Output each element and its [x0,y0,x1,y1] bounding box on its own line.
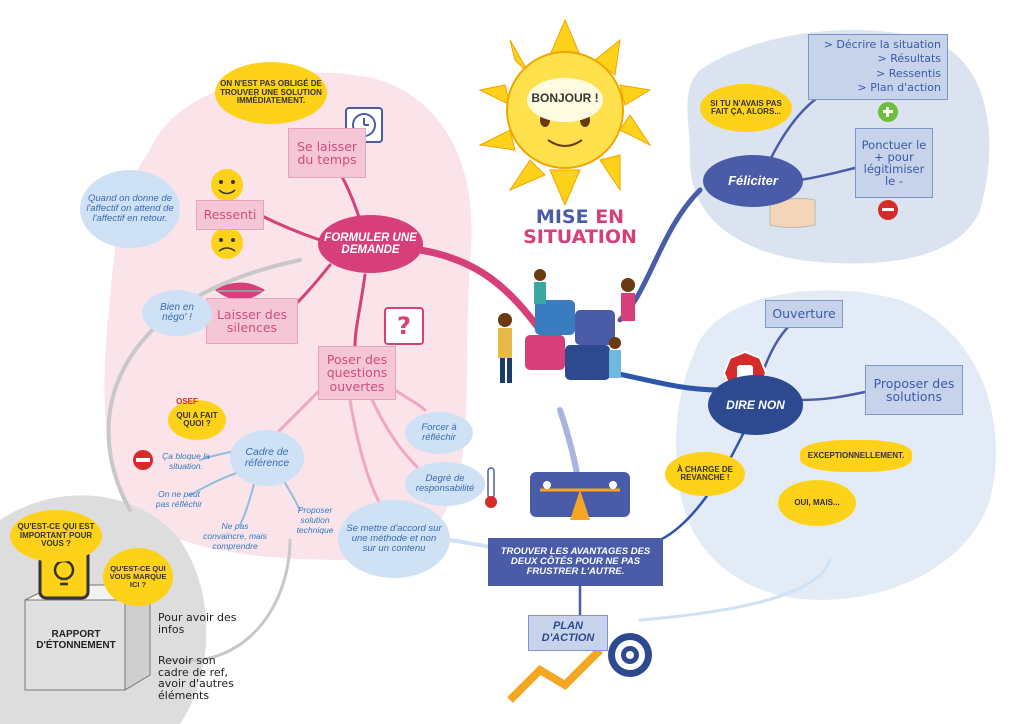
title-situation: SITUATION [523,225,637,248]
link-grey-arc [106,258,302,512]
bubble-qui-a-fait: QUI A FAIT QUOI ? [168,400,226,440]
decrire-line-3: > Ressentis [876,66,941,80]
bubble-forcer: Forcer à réfléchir [405,412,473,454]
no-entry-icon [133,450,153,470]
hub-plan[interactable]: PLAN D'ACTION [528,615,608,651]
bubble-bien-en-nego: Bien en négo' ! [142,290,212,336]
bubble-cadre-reference: Cadre de référence [230,430,304,486]
link-direnon-proposer [798,390,867,402]
minus-icon [878,200,898,220]
label-osef: OSEF [176,397,198,406]
rapport-revoir: Revoir son cadre de ref, avoir d'autres … [158,654,234,702]
bubble-si-tu: SI TU N'AVAIS PAS FAIT ÇA, ALORS... [700,84,792,132]
bubble-se-mettre: Se mettre d'accord sur une méthode et no… [338,500,450,578]
hub-formuler[interactable]: FORMULER UNE DEMANDE [318,215,423,273]
title-word-mise: MISE [535,206,589,228]
link-formuler-poser [353,273,367,347]
node-ressenti[interactable]: Ressenti [196,200,264,230]
link-cadre-small-3 [239,479,256,526]
svg-text:?: ? [397,312,411,340]
label-proposer-technique: Proposer solution technique [296,505,334,535]
link-formuler-center [416,246,544,334]
bubble-a-charge: À CHARGE DE REVANCHE ! [665,452,745,496]
link-poser-forcer [393,388,427,412]
decrire-line-2: > Résultats [877,52,942,66]
link-feliciter-ponctuer [798,166,857,182]
node-ponctuer[interactable]: Ponctuer le + pour légitimiser le - [855,128,933,198]
node-poser-questions[interactable]: Poser des questions ouvertes [318,346,396,400]
node-decrire: > Décrire la situation > Résultats > Res… [808,34,948,100]
sad-icon [211,227,243,259]
sun-label: BONJOUR ! [531,91,599,105]
rapport-label: RAPPORT D'ÉTONNEMENT [36,629,116,651]
page-title: MISE EN SITUATION [520,206,640,248]
bubble-quand-on-donne: Quand on donne de l'affectif on attend d… [80,170,180,248]
target-icon [507,633,652,703]
title-word-en: EN [595,206,625,228]
decrire-line-1: > Décrire la situation [823,38,941,51]
link-poser-degre [368,393,422,472]
bubble-exceptionnellement: EXCEPTIONNELLEMENT. [800,440,912,472]
link-center-trouver [557,407,581,483]
bubble-degre: Degré de responsabilité [405,462,485,506]
plus-icon [878,102,898,122]
node-proposer-solutions[interactable]: Proposer des solutions [865,365,963,415]
node-se-laisser[interactable]: Se laisser du temps [288,128,366,178]
label-ne-pas-convaincre: Ne pas convaincre, mais comprendre [203,521,267,551]
smile-icon [211,169,243,201]
link-grey-bottom [168,538,292,663]
hub-trouver[interactable]: TROUVER LES AVANTAGES DES DEUX CÔTÉS POU… [488,538,663,586]
sun-icon [478,18,652,207]
label-ca-bloque: Ça bloque la situation. [162,451,210,471]
label-on-ne-peut: On ne peut pas réfléchir [155,489,203,509]
thermometer-icon [485,467,497,508]
link-plan-right [638,558,832,622]
people-icon [498,269,635,383]
bubble-on-nest-pas: ON N'EST PAS OBLIGÉ DE TROUVER UNE SOLUT… [215,62,327,124]
rapport-pour-avoir: Pour avoir des infos [158,611,237,636]
hub-dire-non[interactable]: DIRE NON [708,375,803,435]
question-icon: ? [384,307,424,345]
hub-feliciter[interactable]: Féliciter [703,155,803,207]
bubble-quest-ce-important: QU'EST-CE QUI EST IMPORTANT POUR VOUS ? [10,510,102,562]
node-ouverture[interactable]: Ouverture [765,300,843,328]
decrire-line-4: > Plan d'action [857,80,941,94]
bubble-quest-ce-marque: QU'EST-CE QUI VOUS MARQUE ICI ? [103,548,173,606]
scale-icon [530,472,630,520]
puzzle-icon [525,300,615,380]
bubble-oui-mais: OUI, MAIS... [778,480,856,526]
node-laisser-silences[interactable]: Laisser des silences [206,298,298,344]
lips-icon [215,282,265,300]
